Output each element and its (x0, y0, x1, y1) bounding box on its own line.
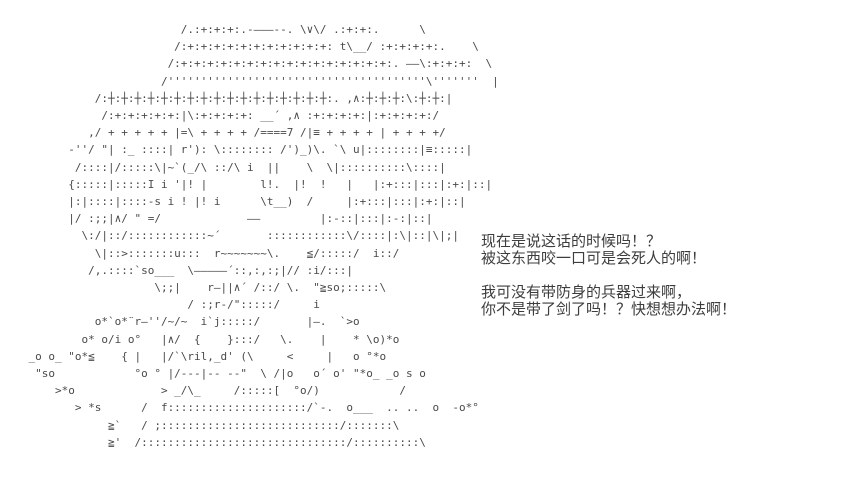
ascii-art: /.:+:+:+:.-―――--. \∨\/ .:+:+:. \ /:+:+:+… (28, 23, 499, 449)
dialogue-block-1: 现在是说这话的时候吗！？ 被这东西咬一口可是会死人的啊！ (481, 232, 707, 267)
dialogue-block-2: 我可没有带防身的兵器过来啊， 你不是带了剑了吗！？快想想办法啊！ (481, 283, 737, 318)
